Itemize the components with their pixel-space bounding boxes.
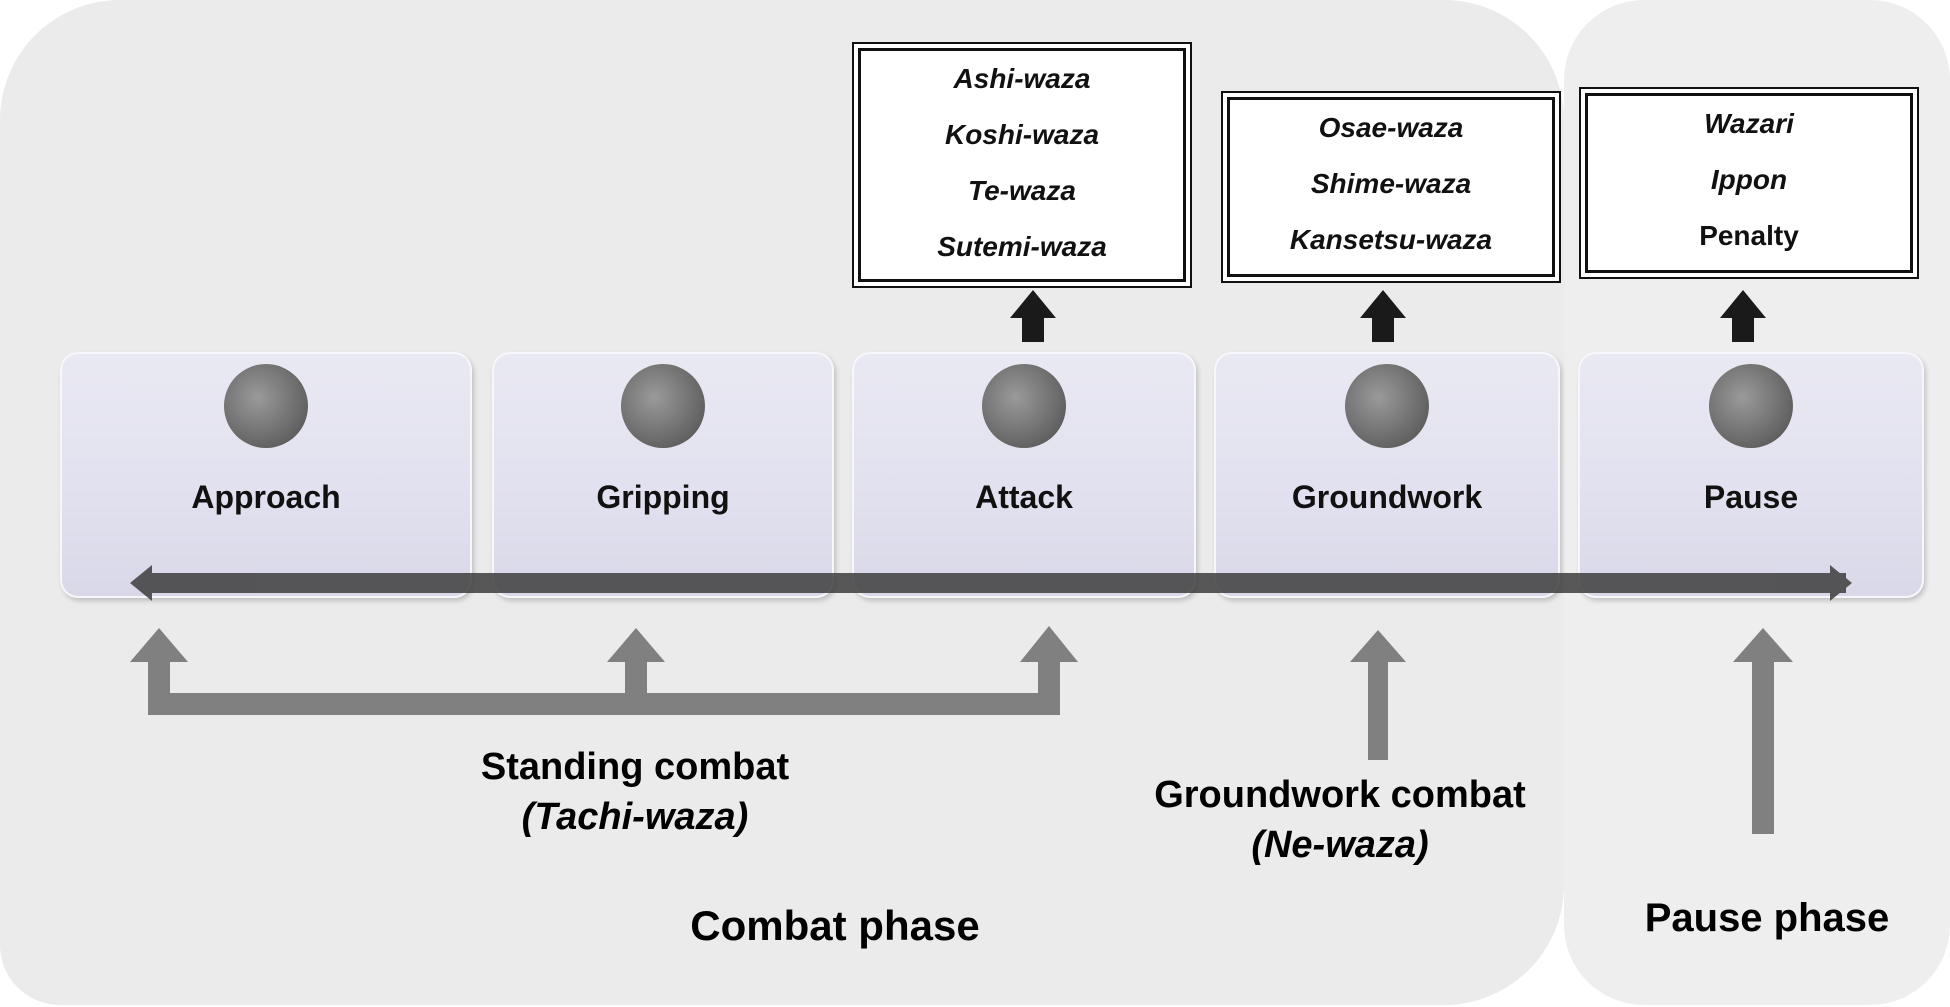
- groundwork-combat-title: Groundwork combat: [1154, 774, 1526, 816]
- combat-phase-label: Combat phase: [690, 902, 980, 949]
- step-gripping: Gripping: [492, 352, 834, 598]
- attack-techniques-box: Ashi-waza Koshi-waza Te-waza Sutemi-waza: [858, 48, 1186, 282]
- up-arrow-icon: [1720, 290, 1766, 342]
- technique-item: Koshi-waza: [944, 119, 1100, 150]
- approach-photo: [224, 364, 308, 448]
- technique-item: Shime-waza: [1310, 168, 1472, 199]
- technique-item: Ashi-waza: [953, 63, 1091, 94]
- pause-photo: [1709, 364, 1793, 448]
- pause-up-arrow-icon: [1733, 628, 1793, 834]
- step-label: Approach: [191, 479, 341, 515]
- step-attack: Attack: [852, 352, 1196, 598]
- up-arrow-icon: [1360, 290, 1406, 342]
- outcome-item: Wazari: [1704, 108, 1794, 139]
- standing-combat-title: Standing combat: [480, 746, 790, 788]
- groundwork-combat-caption: Groundwork combat (Ne-waza): [1110, 770, 1570, 870]
- attack-photo: [982, 364, 1066, 448]
- groundwork-combat-term: (Ne-waza): [1251, 824, 1429, 866]
- standing-combat-bracket: [130, 626, 1078, 715]
- up-arrow-icon: [1010, 290, 1056, 342]
- groundwork-photo: [1345, 364, 1429, 448]
- technique-item: Kansetsu-waza: [1289, 224, 1493, 255]
- standing-combat-term: (Tachi-waza): [521, 796, 749, 838]
- timeline-arrow-icon: [130, 565, 1852, 601]
- step-label: Attack: [975, 479, 1073, 515]
- step-label: Gripping: [596, 479, 730, 515]
- groundwork-techniques-box: Osae-waza Shime-waza Kansetsu-waza: [1227, 97, 1555, 277]
- standing-combat-caption: Standing combat (Tachi-waza): [400, 742, 870, 842]
- pause-outcomes-box: Wazari Ippon Penalty: [1585, 93, 1913, 273]
- technique-item: Osae-waza: [1318, 112, 1464, 143]
- step-label: Pause: [1703, 479, 1799, 515]
- technique-item: Sutemi-waza: [937, 231, 1107, 262]
- pause-phase-label: Pause phase: [1644, 896, 1890, 940]
- outcome-item: Ippon: [1710, 164, 1788, 195]
- technique-item: Te-waza: [968, 175, 1076, 206]
- gripping-photo: [621, 364, 705, 448]
- step-approach: Approach: [60, 352, 472, 598]
- outcome-item: Penalty: [1699, 220, 1799, 251]
- step-pause: Pause: [1578, 352, 1924, 598]
- step-label: Groundwork: [1291, 479, 1483, 515]
- groundwork-up-arrow-icon: [1350, 630, 1406, 760]
- step-groundwork: Groundwork: [1214, 352, 1560, 598]
